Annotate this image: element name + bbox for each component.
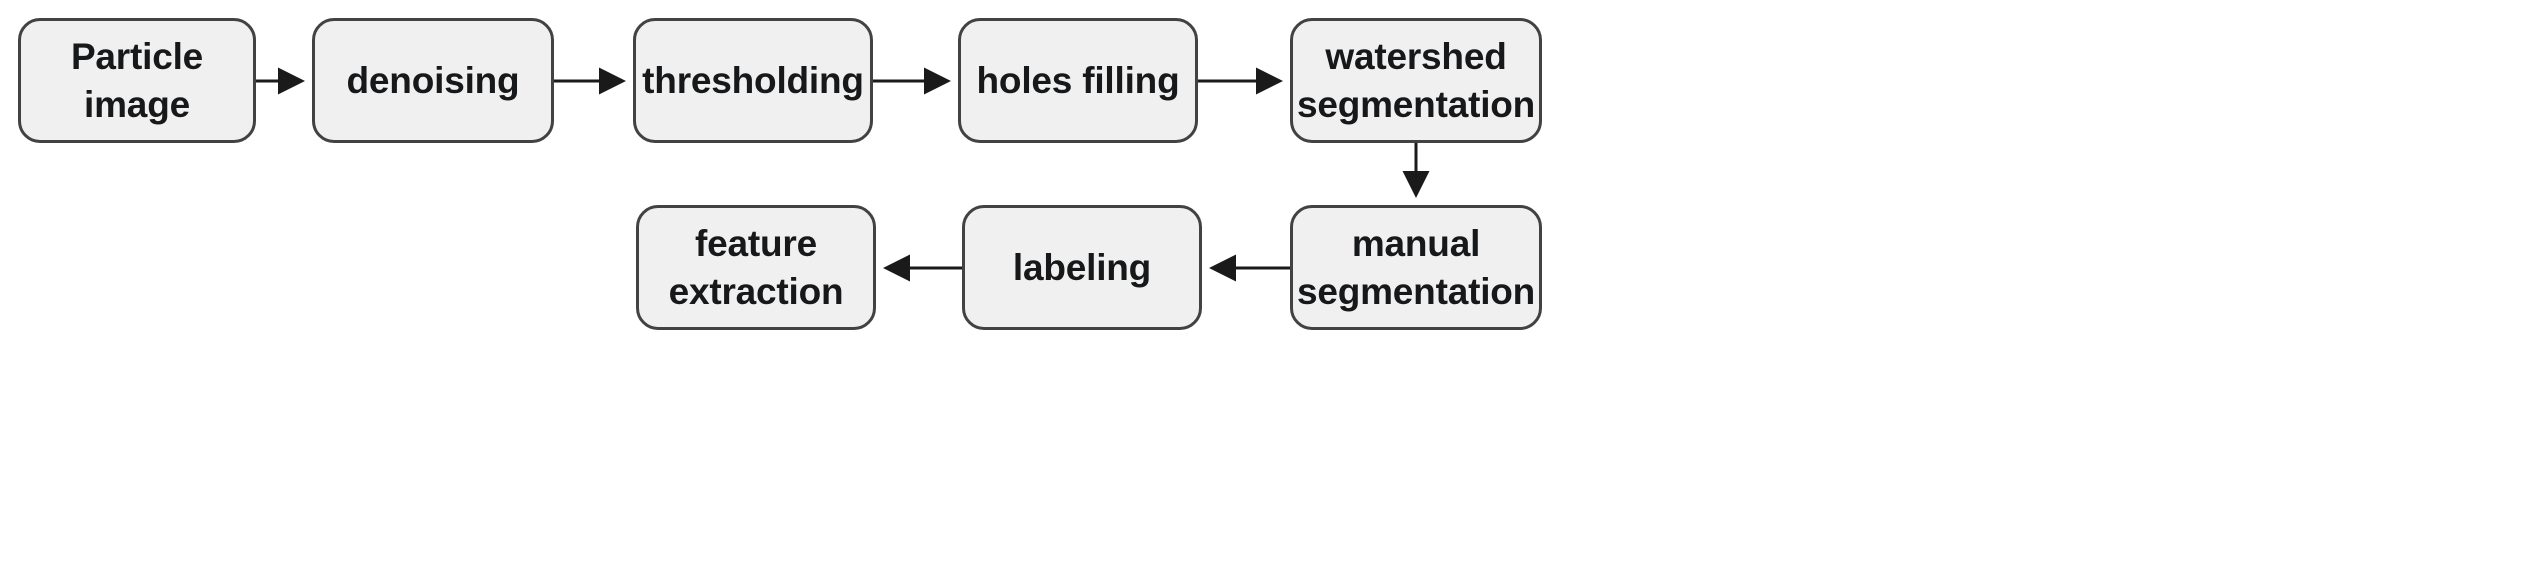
- node-labeling[interactable]: labeling: [962, 205, 1202, 330]
- node-label: thresholding: [642, 59, 864, 101]
- node-label: manual segmentation: [1296, 223, 1536, 312]
- node-particle-image[interactable]: Particle image: [18, 18, 256, 143]
- node-denoising[interactable]: denoising: [312, 18, 554, 143]
- node-watershed-segmentation[interactable]: watershed segmentation: [1290, 18, 1542, 143]
- node-thresholding[interactable]: thresholding: [633, 18, 873, 143]
- node-manual-segmentation[interactable]: manual segmentation: [1290, 205, 1542, 330]
- node-label: feature extraction: [668, 223, 844, 312]
- node-label: holes filling: [976, 59, 1180, 101]
- node-label: watershed segmentation: [1296, 36, 1536, 125]
- node-holes-filling[interactable]: holes filling: [958, 18, 1198, 143]
- node-label: Particle image: [70, 36, 204, 125]
- node-feature-extraction[interactable]: feature extraction: [636, 205, 876, 330]
- node-label: denoising: [346, 59, 520, 101]
- node-label: labeling: [1012, 246, 1152, 288]
